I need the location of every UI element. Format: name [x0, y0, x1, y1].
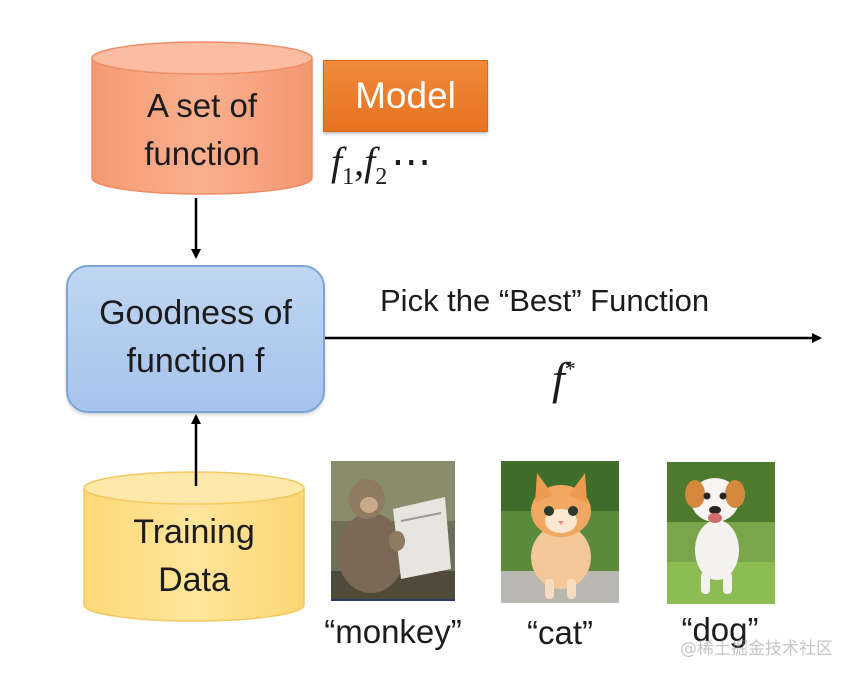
- function-set-line-2: function: [144, 135, 260, 172]
- f-star-symbol: f: [552, 353, 565, 404]
- training-data-line-2: Data: [158, 561, 230, 599]
- dog-caption: “dog”: [681, 611, 759, 648]
- comma: ,: [354, 139, 365, 184]
- cat-photo: [501, 461, 619, 603]
- best-function-math: f*: [552, 352, 576, 405]
- goodness-label: Goodness of function f: [66, 289, 325, 385]
- function-list-math: f1,f2⋯: [331, 138, 431, 191]
- function-set-label: A set of function: [92, 82, 312, 178]
- training-data-line-1: Training: [133, 513, 255, 551]
- training-data-cylinder: [83, 471, 305, 622]
- model-badge: Model: [323, 60, 488, 132]
- ellipsis: ⋯: [391, 139, 432, 184]
- monkey-photo: [331, 461, 455, 601]
- f2-subscript: 2: [375, 164, 388, 190]
- f1-subscript: 1: [342, 164, 355, 190]
- monkey-caption: “monkey”: [324, 613, 462, 650]
- f2-symbol: f: [364, 139, 376, 184]
- f1-symbol: f: [331, 139, 343, 184]
- function-set-line-1: A set of: [146, 87, 258, 124]
- goodness-line-1: Goodness of: [99, 294, 292, 332]
- goodness-box: [66, 265, 325, 413]
- cat-caption: “cat”: [527, 614, 593, 651]
- f-star-superscript: *: [564, 356, 576, 381]
- pick-best-label: Pick the “Best” Function: [380, 283, 710, 318]
- goodness-line-2: function f: [126, 342, 265, 380]
- watermark: @稀土掘金技术社区: [680, 639, 833, 659]
- function-set-cylinder: [91, 41, 313, 195]
- dog-photo: [667, 462, 775, 604]
- training-data-label: Training Data: [84, 508, 304, 604]
